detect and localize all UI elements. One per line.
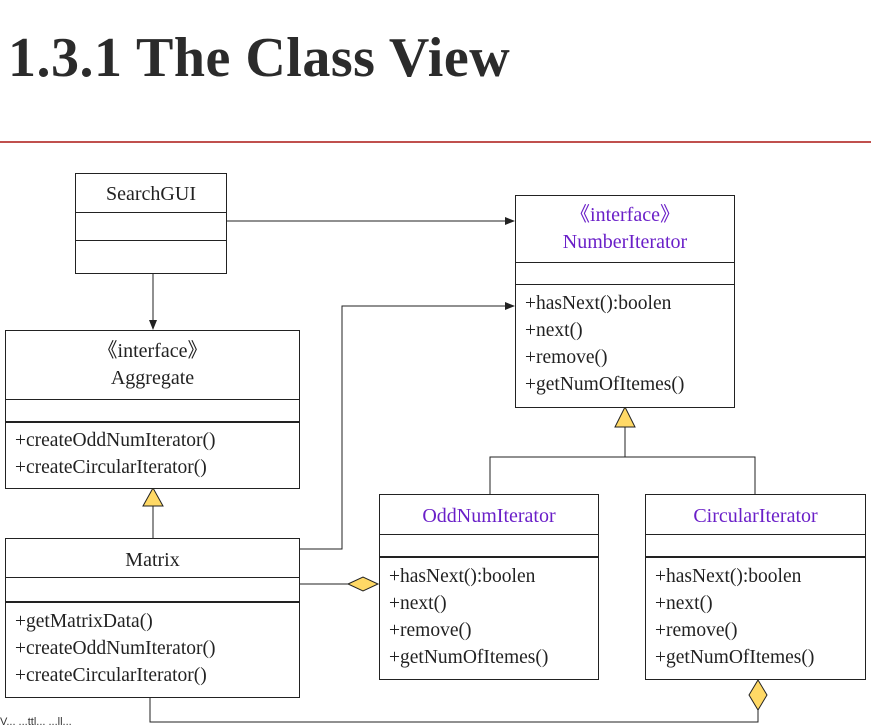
attributes-divider xyxy=(516,262,734,263)
numberiterator-generalization-arrowhead xyxy=(614,405,636,428)
operation: +getNumOfItemes() xyxy=(655,647,815,668)
class-circulariterator: CircularIterator +hasNext():boolen +next… xyxy=(645,494,866,680)
operation: +getMatrixData() xyxy=(15,611,153,632)
aggregate-generalization-arrowhead xyxy=(142,486,164,507)
class-oddnumiterator: OddNumIterator +hasNext():boolen +next()… xyxy=(379,494,599,680)
circulariterator-aggregation-diamond xyxy=(748,679,768,711)
operations-divider xyxy=(76,240,226,241)
matrix-to-circulariterator-aggregation-line xyxy=(149,698,759,723)
operation: +createOddNumIterator() xyxy=(15,430,216,451)
iterators-generalization-tree xyxy=(489,456,756,494)
oddnumiterator-aggregation-diamond xyxy=(346,576,380,592)
matrix-to-numberiterator-association xyxy=(300,302,515,550)
class-name: Matrix xyxy=(125,549,180,571)
class-name: SearchGUI xyxy=(106,183,196,205)
attributes-divider xyxy=(646,534,865,535)
interface-stereotype: 《interface》 xyxy=(570,204,680,226)
operations-divider xyxy=(646,556,865,558)
operation: +hasNext():boolen xyxy=(389,566,536,587)
attributes-divider xyxy=(76,212,226,213)
operations-divider xyxy=(6,421,299,423)
class-matrix: Matrix +getMatrixData() +createOddNumIte… xyxy=(5,538,300,698)
class-numberiterator: 《interface》 NumberIterator +hasNext():bo… xyxy=(515,195,735,408)
page-title: 1.3.1 The Class View xyxy=(8,27,511,89)
operations-divider xyxy=(6,601,299,603)
attributes-divider xyxy=(6,399,299,400)
operation: +remove() xyxy=(525,347,608,368)
operation: +createCircularIterator() xyxy=(15,665,207,686)
operation: +remove() xyxy=(389,620,472,641)
operation: +remove() xyxy=(655,620,738,641)
class-name: OddNumIterator xyxy=(422,505,556,527)
attributes-divider xyxy=(6,577,299,578)
interface-stereotype: 《interface》 xyxy=(97,340,208,362)
operation: +next() xyxy=(655,593,713,614)
footer-fragment: V... ...ttl... ...ll... xyxy=(0,716,72,728)
operation: +createCircularIterator() xyxy=(15,457,207,478)
operation: +next() xyxy=(389,593,447,614)
class-name: NumberIterator xyxy=(562,231,688,253)
operations-divider xyxy=(516,284,734,285)
class-aggregate: 《interface》 Aggregate +createOddNumItera… xyxy=(5,330,300,489)
class-name: Aggregate xyxy=(110,367,195,389)
operation: +getNumOfItemes() xyxy=(389,647,549,668)
class-searchgui: SearchGUI xyxy=(75,173,227,274)
operation: +next() xyxy=(525,320,583,341)
operation: +createOddNumIterator() xyxy=(15,638,216,659)
attributes-divider xyxy=(380,534,598,535)
title-divider xyxy=(0,141,871,143)
operation: +hasNext():boolen xyxy=(525,293,672,314)
operations-divider xyxy=(380,556,598,558)
class-name: CircularIterator xyxy=(693,505,818,527)
operation: +hasNext():boolen xyxy=(655,566,802,587)
operation: +getNumOfItemes() xyxy=(525,374,685,395)
